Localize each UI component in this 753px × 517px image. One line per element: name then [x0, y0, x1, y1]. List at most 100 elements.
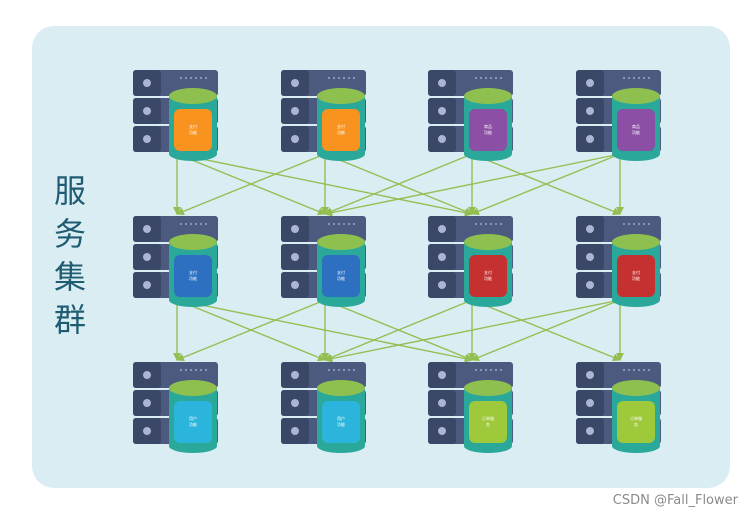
function-label: 支付: [337, 123, 345, 129]
server-led-icon: [438, 107, 446, 115]
server-vent-dot: [179, 222, 183, 226]
server-vent-dot: [474, 368, 478, 372]
function-label: 支付: [189, 123, 197, 129]
database-top: [612, 234, 660, 250]
function-label: 功能: [189, 421, 197, 427]
server-vent-dot: [204, 222, 208, 226]
function-label: 务: [486, 421, 490, 427]
function-label: 支付: [632, 269, 640, 275]
title-char: 群: [53, 301, 86, 339]
connection-arrow: [471, 299, 621, 362]
server-vent-dot: [199, 368, 203, 372]
server-led-icon: [291, 79, 299, 87]
server-vent-dot: [627, 76, 631, 80]
function-tile: [617, 401, 655, 443]
server-led-icon: [143, 371, 151, 379]
server-led-icon: [438, 399, 446, 407]
server-vent-dot: [189, 76, 193, 80]
database-top: [464, 234, 512, 250]
server-vent-dot: [494, 222, 498, 226]
server-vent-dot: [489, 222, 493, 226]
server-vent-dot: [342, 222, 346, 226]
function-label: 支付: [337, 269, 345, 275]
function-tile: [174, 401, 212, 443]
function-label: 功能: [484, 129, 492, 135]
server-vent-dot: [337, 368, 341, 372]
server-led-icon: [143, 79, 151, 87]
server-led-icon: [143, 225, 151, 233]
server-vent-dot: [184, 222, 188, 226]
server-vent-dot: [642, 368, 646, 372]
server-vent-dot: [184, 368, 188, 372]
server-vent-dot: [637, 368, 641, 372]
function-label: 支付: [189, 269, 197, 275]
server-vent-dot: [637, 76, 641, 80]
server-vent-dot: [489, 76, 493, 80]
server-vent-dot: [647, 76, 651, 80]
server-vent-dot: [479, 368, 483, 372]
server-led-icon: [291, 281, 299, 289]
server-vent-dot: [199, 222, 203, 226]
server-vent-dot: [647, 222, 651, 226]
cluster-title: 服 务 集 群: [48, 170, 92, 342]
server-led-icon: [586, 399, 594, 407]
server-vent-dot: [499, 368, 503, 372]
function-tile: [617, 255, 655, 297]
watermark: CSDN @Fall_Flower: [612, 493, 738, 508]
server-led-icon: [586, 107, 594, 115]
server-vent-dot: [194, 368, 198, 372]
server-vent-dot: [622, 368, 626, 372]
server-vent-dot: [179, 368, 183, 372]
function-tile: [322, 109, 360, 151]
server-vent-dot: [332, 222, 336, 226]
nodes: 支付功能支付功能商品功能商品功能支付功能支付功能支付功能支付功能用户功能用户功能…: [133, 70, 661, 453]
function-tile: [469, 109, 507, 151]
connection-arrow: [176, 153, 326, 216]
function-label: 功能: [337, 129, 345, 135]
server-vent-dot: [347, 76, 351, 80]
database-top: [464, 88, 512, 104]
server-vent-dot: [479, 222, 483, 226]
function-label: 商品: [484, 123, 492, 129]
connections: [173, 153, 624, 363]
function-label: 功能: [189, 129, 197, 135]
server-vent-dot: [347, 222, 351, 226]
function-label: 功能: [189, 275, 197, 281]
connection-arrow: [324, 153, 621, 217]
database-top: [317, 234, 365, 250]
server-vent-dot: [337, 222, 341, 226]
server-led-icon: [586, 371, 594, 379]
server-vent-dot: [474, 222, 478, 226]
server-vent-dot: [327, 76, 331, 80]
server-led-icon: [143, 281, 151, 289]
server-led-icon: [438, 135, 446, 143]
server-led-icon: [438, 371, 446, 379]
function-tile: [322, 255, 360, 297]
function-tile: [322, 401, 360, 443]
function-label: 商品: [632, 123, 640, 129]
function-label: 功能: [632, 275, 640, 281]
server-vent-dot: [347, 368, 351, 372]
server-vent-dot: [622, 222, 626, 226]
server-led-icon: [438, 225, 446, 233]
title-char: 务: [53, 215, 86, 253]
server-vent-dot: [327, 368, 331, 372]
server-vent-dot: [204, 76, 208, 80]
server-led-icon: [291, 253, 299, 261]
server-vent-dot: [352, 222, 356, 226]
server-led-icon: [143, 135, 151, 143]
database-top: [317, 380, 365, 396]
function-label: 务: [634, 421, 638, 427]
title-char: 服: [53, 172, 86, 210]
server-led-icon: [586, 253, 594, 261]
connection-arrow: [176, 299, 326, 362]
server-vent-dot: [474, 76, 478, 80]
function-label: 功能: [337, 275, 345, 281]
